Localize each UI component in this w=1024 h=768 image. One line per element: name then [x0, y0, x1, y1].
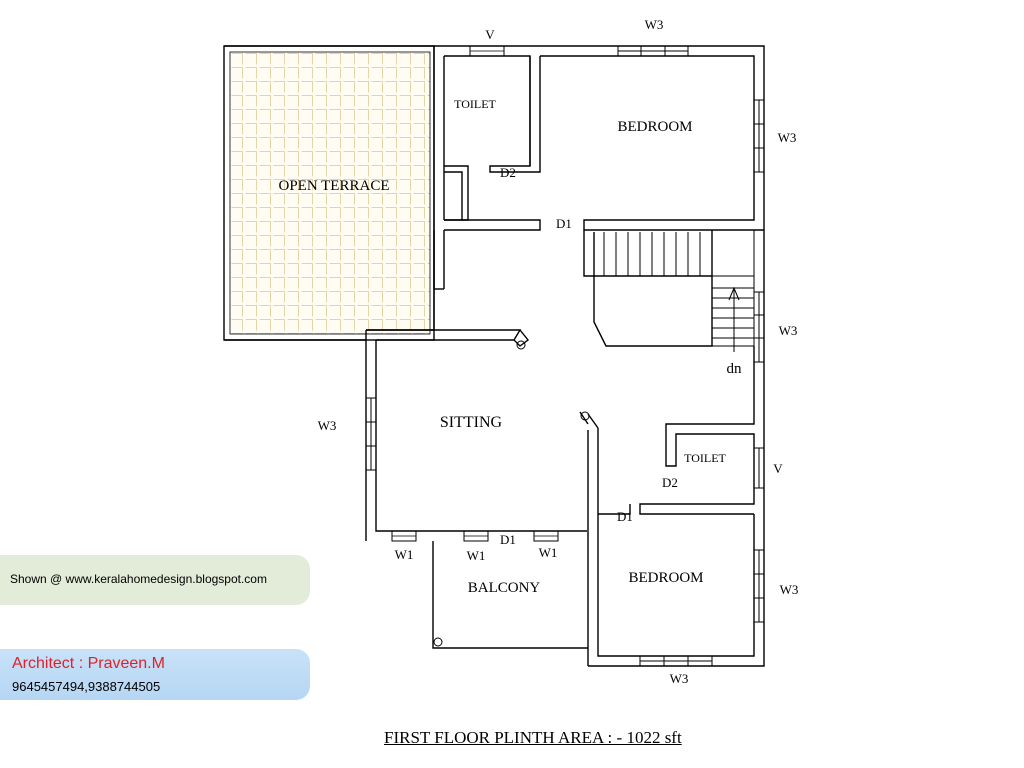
- lower-toilet-walls: [639, 346, 755, 515]
- plinth-area-title: FIRST FLOOR PLINTH AREA : - 1022 sft: [384, 728, 682, 747]
- shown-at-text: Shown @ www.keralahomedesign.blogspot.co…: [10, 572, 267, 586]
- open-terrace-label: OPEN TERRACE: [279, 178, 390, 194]
- w3-left-label: W3: [318, 418, 337, 433]
- top-bedroom-walls: [444, 55, 764, 231]
- toilet-bottom-label: TOILET: [684, 451, 726, 465]
- w3-top-label: W3: [645, 17, 664, 32]
- dn-label: dn: [727, 361, 743, 377]
- d1-balcony-label: D1: [500, 532, 516, 547]
- open-terrace: [223, 45, 435, 341]
- top-toilet-walls: [444, 55, 531, 221]
- staircase: [583, 229, 755, 352]
- w1-a-label: W1: [395, 547, 414, 562]
- w1-c-label: W1: [539, 545, 558, 560]
- w1-b-label: W1: [467, 548, 486, 563]
- balcony-walls: [432, 541, 588, 649]
- balcony-label: BALCONY: [468, 580, 541, 596]
- w3-bottom-label: W3: [670, 671, 689, 686]
- d2-top-label: D2: [500, 165, 516, 180]
- v-right-label: V: [773, 461, 783, 476]
- architect-badge: Architect : Praveen.M 9645457494,9388744…: [0, 649, 310, 700]
- sitting-wall-corner: [366, 329, 590, 421]
- w3-right-2-label: W3: [779, 323, 798, 338]
- w3-right-3-label: W3: [780, 582, 799, 597]
- d1-top-label: D1: [556, 216, 572, 231]
- d2-bottom-label: D2: [662, 475, 678, 490]
- w3-right-1-label: W3: [778, 130, 797, 145]
- bedroom-top-label: BEDROOM: [617, 119, 692, 135]
- d1-bottom-label: D1: [617, 509, 633, 524]
- v-top-label: V: [485, 27, 495, 42]
- sitting-label: SITTING: [440, 414, 503, 431]
- windows: [365, 45, 765, 667]
- architect-name: Architect : Praveen.M: [12, 655, 165, 672]
- shown-at-badge: Shown @ www.keralahomedesign.blogspot.co…: [0, 555, 310, 605]
- architect-phone: 9645457494,9388744505: [12, 679, 161, 694]
- lower-bedroom-walls: [579, 411, 755, 666]
- toilet-top-label: TOILET: [454, 97, 496, 111]
- bedroom-bottom-label: BEDROOM: [628, 570, 703, 586]
